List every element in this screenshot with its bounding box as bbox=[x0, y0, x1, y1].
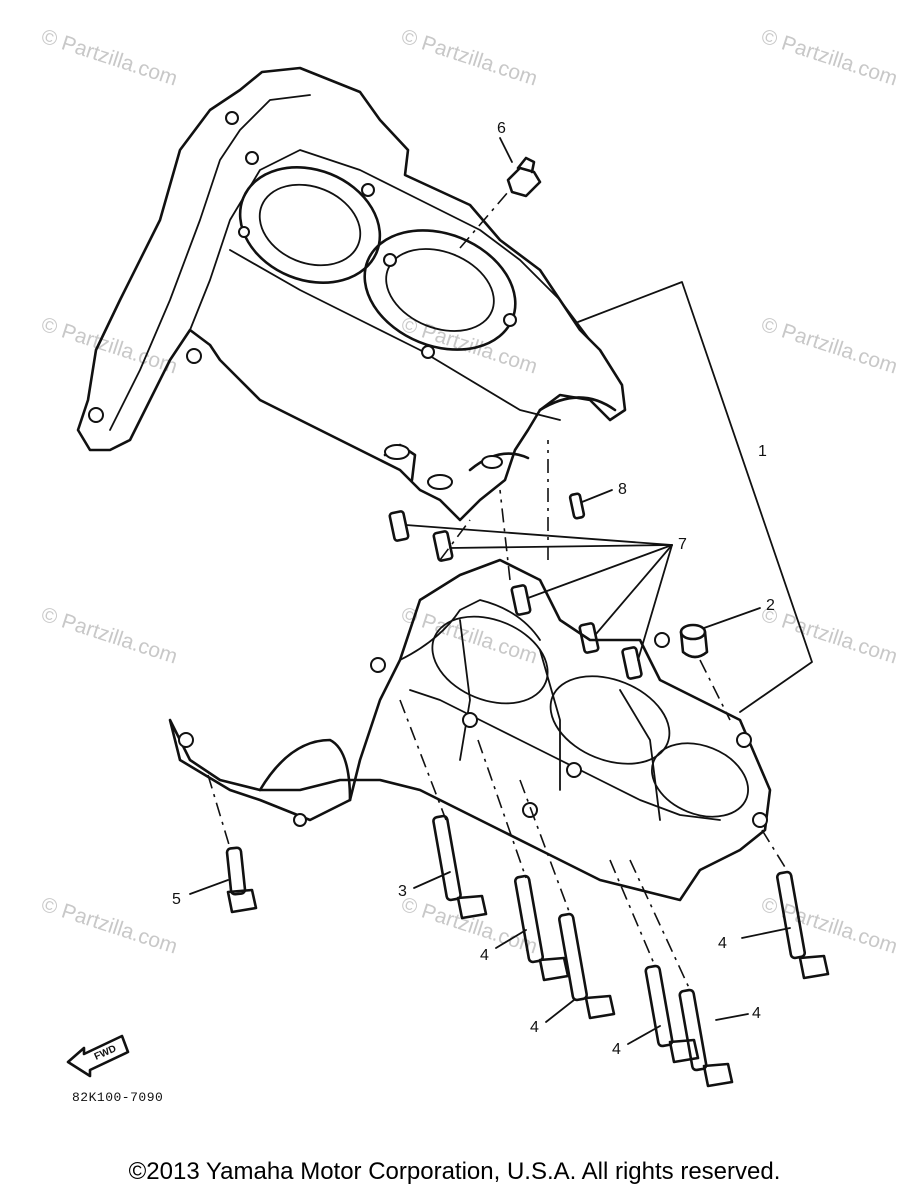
watermark-layer: © Partzilla.com © Partzilla.com © Partzi… bbox=[38, 25, 900, 959]
watermark: © Partzilla.com bbox=[758, 25, 900, 91]
callout-7: 7 bbox=[678, 536, 687, 553]
bolt-part-3 bbox=[432, 814, 488, 920]
bolt-part-4 bbox=[678, 988, 734, 1088]
watermark: © Partzilla.com bbox=[38, 893, 180, 959]
watermark: © Partzilla.com bbox=[38, 25, 180, 91]
copyright-notice: ©2013 Yamaha Motor Corporation, U.S.A. A… bbox=[128, 1158, 781, 1185]
reference-code: 82K100-7090 bbox=[72, 1090, 164, 1105]
callout-1: 1 bbox=[758, 443, 767, 460]
watermark: © Partzilla.com bbox=[398, 25, 540, 91]
bolt-part-4 bbox=[644, 964, 700, 1064]
callout-4: 4 bbox=[612, 1041, 621, 1058]
callout-labels: 1 2 3 4 4 4 4 4 5 6 7 8 bbox=[172, 120, 775, 1058]
forward-arrow-icon: FWD bbox=[66, 1034, 130, 1078]
stud-part-6 bbox=[506, 156, 542, 198]
watermark: © Partzilla.com bbox=[758, 313, 900, 379]
watermark: © Partzilla.com bbox=[758, 603, 900, 669]
callout-4: 4 bbox=[718, 935, 727, 952]
assembly-bracket bbox=[577, 281, 813, 713]
callout-2: 2 bbox=[766, 597, 775, 614]
bolt-part-4 bbox=[775, 870, 830, 980]
watermark: © Partzilla.com bbox=[398, 603, 540, 669]
callout-5: 5 bbox=[172, 891, 181, 908]
callout-3: 3 bbox=[398, 883, 407, 900]
callout-6: 6 bbox=[497, 120, 506, 137]
bolt-part-4 bbox=[557, 912, 616, 1020]
callout-4: 4 bbox=[752, 1005, 761, 1022]
plug-part-2 bbox=[679, 623, 709, 659]
leader-lines bbox=[189, 137, 791, 1045]
lower-crankcase bbox=[168, 558, 772, 902]
callout-8: 8 bbox=[618, 481, 627, 498]
watermark: © Partzilla.com bbox=[38, 603, 180, 669]
callout-4: 4 bbox=[530, 1019, 539, 1036]
assembly-lines bbox=[207, 191, 789, 991]
upper-crankcase bbox=[76, 66, 627, 522]
callout-4: 4 bbox=[480, 947, 489, 964]
watermark: © Partzilla.com bbox=[758, 893, 900, 959]
bolt-part-5 bbox=[225, 846, 258, 914]
